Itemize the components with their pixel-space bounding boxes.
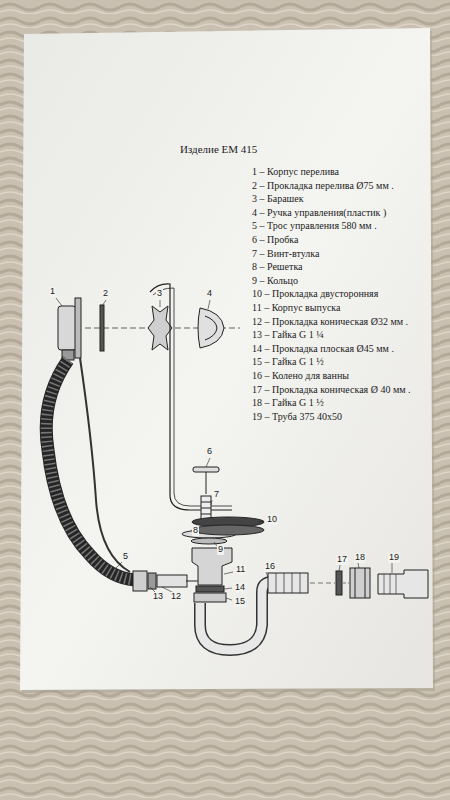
parts-list-line: 1 – Корпус перелива — [252, 166, 339, 177]
corrugated-hose — [46, 360, 135, 580]
hose-nut — [133, 571, 147, 591]
parts-list-line: 19 – Труба 375 40х50 — [252, 411, 342, 422]
parts-list-line: 14 – Прокладка плоская Ø45 мм . — [252, 343, 394, 354]
callout-number: 14 — [234, 583, 246, 593]
callout-number: 1 — [49, 287, 56, 297]
paper-sheet — [20, 28, 433, 690]
callout-number: 19 — [388, 553, 400, 563]
nut — [194, 593, 226, 602]
ring — [191, 538, 227, 544]
cable-sheath — [80, 358, 130, 572]
outlet-nut — [350, 568, 370, 598]
pipe — [378, 570, 428, 598]
callout-number: 4 — [206, 289, 213, 299]
callout-number: 18 — [354, 553, 366, 563]
parts-list-line: 10 – Прокладка двусторонняя — [252, 288, 378, 299]
parts-list-line: 16 – Колено для ванны — [252, 370, 349, 381]
parts-list-line: 15 – Гайка G 1 ½ — [252, 356, 324, 367]
parts-list-line: 18 – Гайка G 1 ½ — [252, 397, 324, 408]
overflow-gasket — [100, 305, 104, 351]
drain-body — [192, 548, 232, 585]
callout-number: 17 — [336, 555, 348, 565]
parts-list-line: 7 – Винт-втулка — [252, 248, 319, 259]
bath-elbow — [200, 582, 272, 650]
parts-list-line: 17 – Прокладка коническая Ø 40 мм . — [252, 384, 411, 395]
parts-list-line: 13 – Гайка G 1 ¼ — [252, 329, 324, 340]
parts-list-line: 8 – Решетка — [252, 261, 303, 272]
sheet-title: Изделие ЕМ 415 — [180, 143, 257, 155]
callout-number: 8 — [192, 526, 199, 536]
parts-list-line: 5 – Трос управления 580 мм . — [252, 220, 377, 231]
callout-number: 15 — [234, 597, 246, 607]
flat-gasket — [196, 586, 224, 592]
callout-number: 12 — [170, 592, 182, 602]
callout-number: 10 — [266, 515, 278, 525]
parts-list-line: 9 – Кольцо — [252, 275, 298, 286]
callout-number: 16 — [264, 562, 276, 572]
parts-list-line: 6 – Пробка — [252, 234, 298, 245]
parts-list-line: 4 – Ручка управления(пластик ) — [252, 207, 386, 218]
wingnut — [148, 306, 172, 350]
assembly-drawing — [46, 284, 428, 650]
parts-list-line: 2 – Прокладка перелива Ø75 мм . — [252, 180, 394, 191]
parts-list-line: 3 – Барашек — [252, 193, 304, 204]
callout-number: 13 — [152, 592, 164, 602]
control-handle — [198, 308, 224, 348]
callout-number: 3 — [156, 289, 163, 299]
overflow-body — [58, 298, 81, 360]
conical-gasket — [336, 571, 342, 595]
callout-number: 6 — [206, 447, 213, 457]
callout-number: 11 — [235, 565, 246, 575]
callout-number: 5 — [122, 552, 129, 562]
control-cable — [150, 284, 232, 510]
callout-number: 7 — [213, 490, 220, 500]
callout-number: 2 — [102, 289, 109, 299]
parts-list-line: 11 – Корпус выпуска — [252, 302, 340, 313]
callout-number: 9 — [217, 545, 224, 555]
screw-sleeve — [201, 496, 211, 520]
parts-list-line: 12 – Прокладка коническая Ø32 мм . — [252, 316, 408, 327]
